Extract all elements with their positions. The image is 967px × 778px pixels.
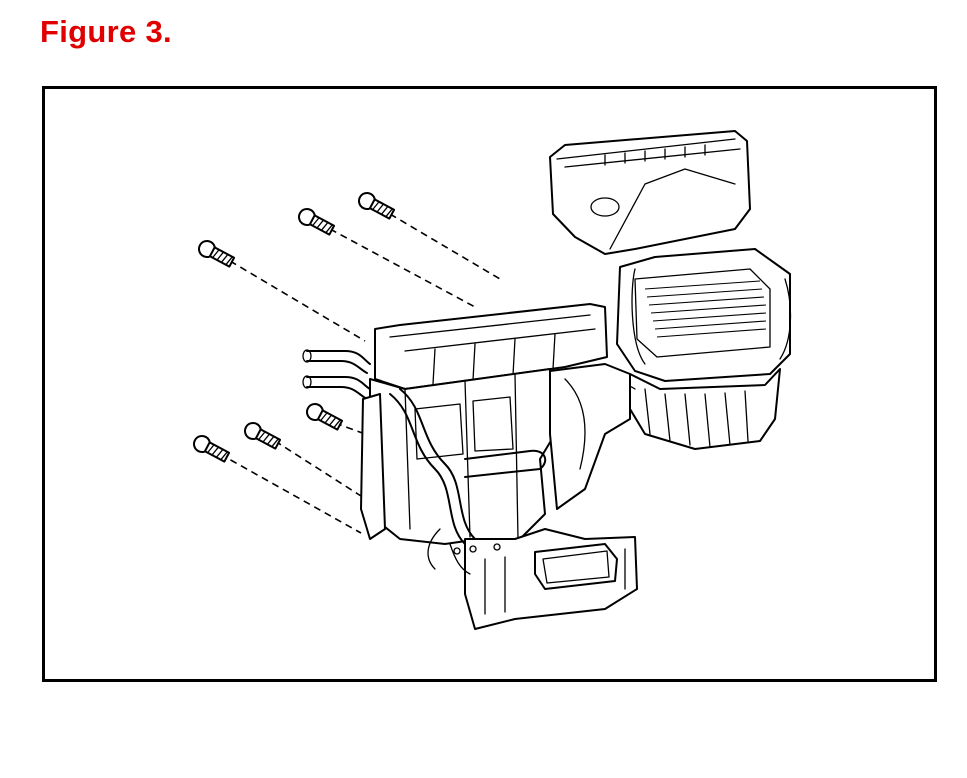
leader-line-2 — [329, 228, 476, 308]
leader-line-1 — [389, 213, 501, 280]
blower-housing — [549, 130, 792, 450]
screw-icon — [306, 403, 344, 431]
screw-icon — [358, 192, 396, 220]
screw-icon — [244, 422, 282, 450]
screw-icon — [198, 240, 236, 268]
screws — [193, 192, 396, 463]
diagram-frame — [42, 86, 937, 682]
screw-icon — [193, 435, 231, 463]
leader-line-6 — [219, 453, 362, 534]
exploded-view-illustration — [193, 130, 792, 630]
screw-icon — [298, 208, 336, 236]
heater-case — [302, 303, 638, 630]
leader-line-3 — [229, 260, 366, 342]
figure-title: Figure 3. — [40, 14, 172, 49]
leader-line-5 — [274, 440, 362, 497]
fastener-leader-lines — [219, 213, 501, 534]
